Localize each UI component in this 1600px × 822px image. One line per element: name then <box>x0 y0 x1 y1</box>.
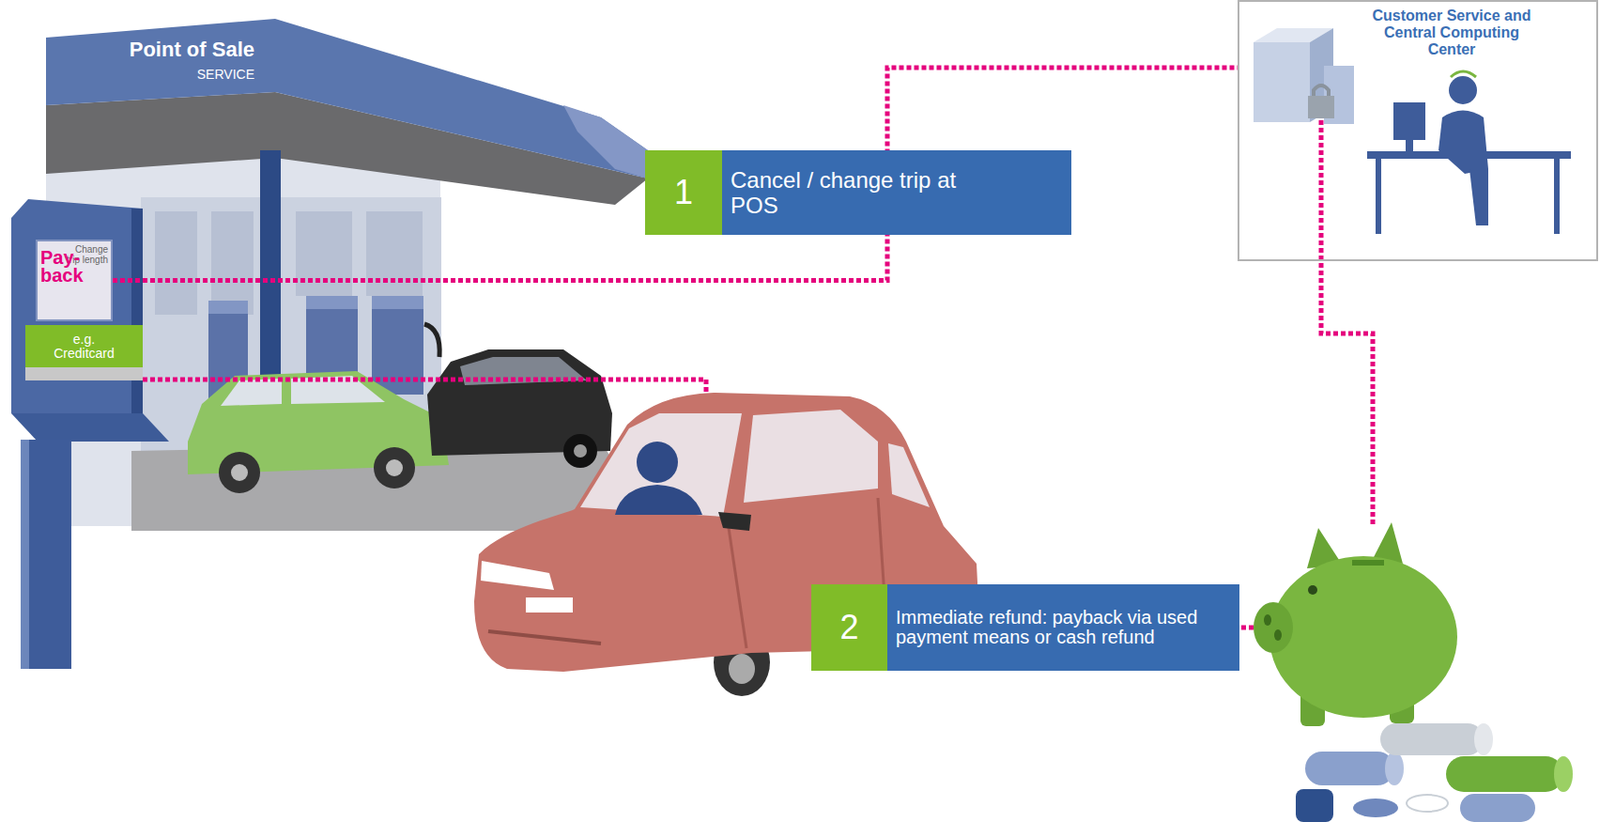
agent-leg <box>1469 169 1489 226</box>
agent-headset <box>1450 71 1477 77</box>
lock-body <box>1307 95 1335 119</box>
card-leader-line <box>142 379 707 395</box>
coin-roll <box>1446 755 1564 792</box>
coin-roll <box>1305 751 1395 785</box>
monitor <box>1393 102 1426 140</box>
car-headlight <box>480 560 554 590</box>
step-badge: 1 <box>645 150 723 235</box>
desk-top <box>1367 151 1571 159</box>
kiosk-side <box>131 208 143 414</box>
car-hub <box>230 463 248 481</box>
step-text: Immediate refund: payback via used payme… <box>895 607 1199 647</box>
screen-title: Pay-back <box>40 248 99 285</box>
piggy-body <box>1269 555 1458 718</box>
canopy-sign: Point of SaleSERVICE <box>46 18 276 106</box>
service-center-box: Customer Service and Central Computing C… <box>1237 0 1599 262</box>
building-window <box>366 211 423 296</box>
fuel-pump-top <box>371 295 424 309</box>
callout-number: 1 <box>674 172 693 213</box>
canopy-band <box>275 18 648 179</box>
fuel-pump-top <box>208 300 248 314</box>
driver-head <box>636 441 678 483</box>
service-center-label: Customer Service and Central Computing C… <box>1361 7 1542 59</box>
refund-leader-line <box>1239 625 1254 631</box>
kiosk-body <box>11 199 143 414</box>
step-box: Cancel / change trip at POS <box>722 150 1072 235</box>
car-grille <box>488 630 601 644</box>
car-window <box>743 409 878 503</box>
piggy-nostril <box>1274 629 1282 641</box>
driver-body <box>615 484 703 515</box>
sign-title: Point of Sale <box>46 37 255 62</box>
kiosk-stand-edge <box>20 439 30 669</box>
callout-number: 2 <box>839 607 859 647</box>
fuel-pump-top <box>306 295 358 309</box>
card-label: e.g. Creditcard <box>45 332 124 361</box>
coin <box>1406 794 1448 812</box>
refund-leader-line <box>1321 120 1373 526</box>
agent-head <box>1448 76 1477 105</box>
sign-panel <box>46 18 276 106</box>
building-window <box>211 211 254 315</box>
kiosk-shelf <box>11 413 170 442</box>
car-wheel <box>373 446 416 489</box>
kiosk-screen: Change trip lengthPay-back <box>35 239 113 322</box>
car-door-line <box>727 521 747 648</box>
green-car <box>187 370 449 493</box>
service-center-icons <box>1253 28 1571 234</box>
coin-face <box>1384 751 1404 785</box>
coins <box>1295 723 1573 822</box>
building-window <box>154 211 198 315</box>
car-window <box>220 378 282 406</box>
car-windshield <box>580 413 742 517</box>
desk-leg <box>1553 158 1560 234</box>
coin <box>1353 798 1399 817</box>
agent-body <box>1438 110 1489 175</box>
car-hub <box>385 459 403 477</box>
dotted-connector <box>112 67 1238 281</box>
car-window <box>888 443 930 508</box>
car-wheel <box>218 451 261 493</box>
monitor-stand <box>1405 139 1414 152</box>
fuel-hose <box>424 323 440 357</box>
desk-leg <box>1375 158 1382 234</box>
payment-card: e.g. Creditcard <box>25 324 143 368</box>
coin-stack <box>1295 788 1334 822</box>
black-car <box>427 349 613 468</box>
kiosk-stand <box>20 439 72 669</box>
car-hub <box>573 444 587 458</box>
building-block <box>1253 42 1310 123</box>
piggy-bank <box>1253 522 1458 726</box>
car-hub <box>728 653 755 684</box>
car-wheel <box>563 433 598 468</box>
car-mirror <box>718 511 752 531</box>
piggy-nostril <box>1263 614 1272 626</box>
coin-roll <box>1460 793 1536 822</box>
piggy-eye <box>1307 584 1318 595</box>
piggy-snout <box>1253 601 1293 653</box>
coin-slot <box>1352 559 1385 566</box>
card-slot <box>25 367 143 381</box>
kiosk-terminal <box>11 199 170 669</box>
building-window <box>295 211 353 296</box>
coin-roll <box>1380 723 1484 755</box>
fuel-pumps <box>208 295 440 409</box>
canopy <box>46 18 648 205</box>
step-box: Immediate refund: payback via used payme… <box>887 584 1240 671</box>
license-plate <box>525 597 573 613</box>
coin-face <box>1553 755 1573 792</box>
coin-face <box>1474 723 1493 755</box>
sign-panel-shape <box>46 18 276 106</box>
step-text: Cancel / change trip at POS <box>730 167 996 218</box>
sign-subtitle: SERVICE <box>46 65 255 83</box>
canopy-end <box>563 105 648 179</box>
step-badge: 2 <box>811 584 888 671</box>
